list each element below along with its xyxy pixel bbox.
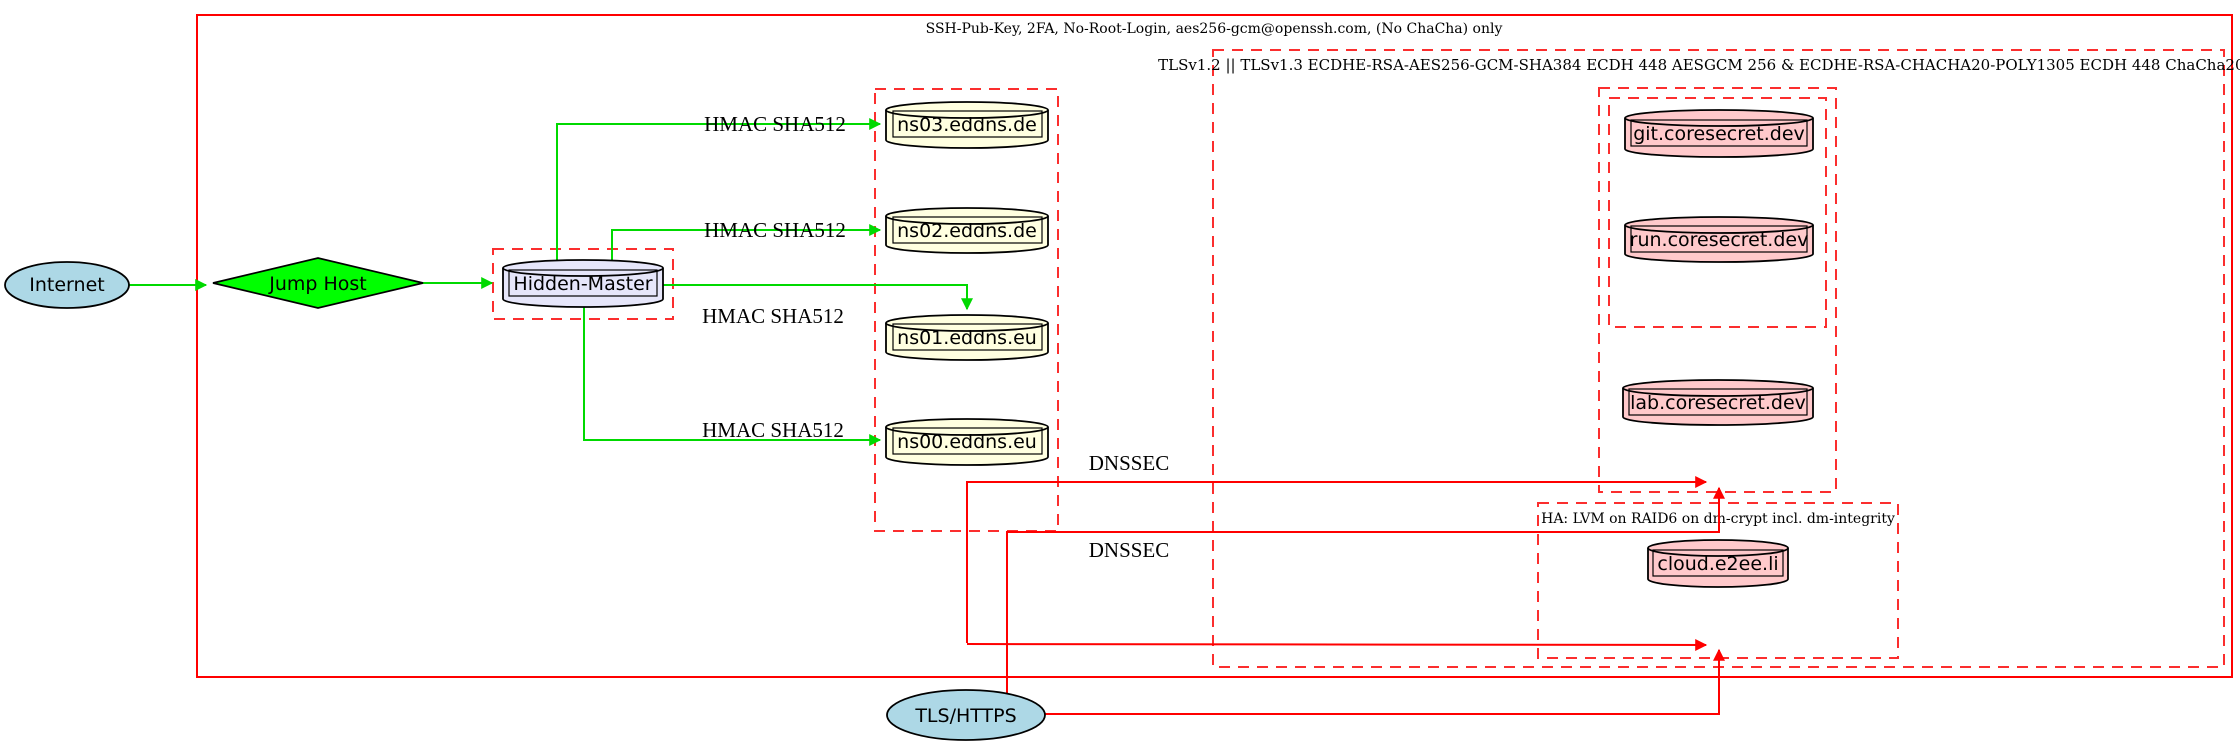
ns02-cylinder-top [885, 207, 1049, 225]
run-cylinder-top [1624, 216, 1814, 234]
ns00-label: ns00.eddns.eu [897, 431, 1037, 453]
run-label-box [1630, 225, 1808, 253]
ns02-label-box [892, 216, 1043, 244]
edge-dnssec-to-coresecret [966, 476, 1708, 643]
tls-zone-label: TLSv1.2 || TLSv1.3 ECDHE-RSA-AES256-GCM-… [1158, 56, 2240, 74]
internet-ellipse [4, 261, 130, 309]
jump-host-label: Jump Host [268, 273, 367, 295]
ns02-label: ns02.eddns.de [897, 220, 1037, 242]
edge-hiddenmaster-to-ns03 [556, 118, 882, 260]
ns03-cylinder-top [885, 101, 1049, 119]
internet-label: Internet [29, 274, 104, 296]
run-cylinder-body [1624, 225, 1814, 263]
edge-tlshttps-to-cloud [1044, 648, 1725, 715]
node-hidden-master: Hidden-Master [502, 259, 664, 308]
ssh-boundary-label: SSH-Pub-Key, 2FA, No-Root-Login, aes256-… [926, 21, 1503, 37]
ns01-label-box [892, 323, 1043, 351]
jump-host-diamond [212, 257, 424, 309]
cluster-coresecret-inner-box [1608, 97, 1827, 328]
ns03-label-box [892, 110, 1043, 138]
edge-label-dnssec-2: DNSSEC [1089, 538, 1170, 562]
node-ns02: ns02.eddns.de [885, 207, 1049, 254]
node-jump-host: Jump Host [212, 257, 424, 309]
edge-label-hmac-ns02: HMAC SHA512 [704, 218, 846, 242]
git-cylinder-body [1624, 118, 1814, 158]
node-run-coresecret: run.coresecret.dev [1624, 216, 1814, 263]
lab-label-box [1628, 388, 1808, 416]
cloud-label-box [1652, 549, 1784, 577]
cluster-ssh-boundary-box [196, 14, 2233, 678]
git-label: git.coresecret.dev [1633, 123, 1805, 145]
edge-hiddenmaster-to-ns01 [663, 284, 973, 311]
run-label: run.coresecret.dev [1630, 229, 1809, 251]
edge-hiddenmaster-to-ns00 [583, 307, 882, 446]
lab-cylinder-body [1622, 388, 1814, 426]
ns01-cylinder-body [885, 323, 1049, 361]
lab-cylinder-top [1622, 379, 1814, 397]
ns00-label-box [892, 427, 1043, 455]
ns00-cylinder-body [885, 427, 1049, 466]
ns03-cylinder-body [885, 110, 1049, 149]
ns02-cylinder-body [885, 216, 1049, 254]
node-internet: Internet [4, 261, 130, 309]
edge-hiddenmaster-to-ns02 [611, 224, 882, 260]
cloud-cylinder-body [1647, 548, 1789, 588]
git-label-box [1630, 119, 1808, 147]
ns01-cylinder-top [885, 314, 1049, 332]
edge-label-hmac-ns01: HMAC SHA512 [702, 304, 844, 328]
tls-https-ellipse [886, 689, 1046, 741]
git-cylinder-top [1624, 109, 1814, 127]
node-ns00: ns00.eddns.eu [885, 418, 1049, 466]
ns03-label: ns03.eddns.de [897, 114, 1037, 136]
cluster-coresecret-box [1598, 87, 1837, 493]
node-tls-https: TLS/HTTPS [886, 689, 1046, 741]
ns00-cylinder-top [885, 418, 1049, 436]
edge-tlshttps-dnssec-to-coresecret [1006, 486, 1725, 694]
node-ns01: ns01.eddns.eu [885, 314, 1049, 361]
lab-label: lab.coresecret.dev [1630, 392, 1806, 414]
hidden-master-cylinder-body [502, 268, 664, 308]
node-cloud-e2ee: cloud.e2ee.li [1647, 539, 1789, 588]
hidden-master-label-box [508, 269, 658, 297]
edge-label-hmac-ns03: HMAC SHA512 [704, 112, 846, 136]
node-ns03: ns03.eddns.de [885, 101, 1049, 149]
cluster-nameservers-box [874, 88, 1059, 532]
cloud-label: cloud.e2ee.li [1657, 553, 1778, 575]
ns01-label: ns01.eddns.eu [897, 327, 1037, 349]
tls-https-label: TLS/HTTPS [914, 705, 1016, 727]
node-lab-coresecret: lab.coresecret.dev [1622, 379, 1814, 426]
edge-red-to-ha-zone [966, 638, 1708, 651]
hidden-master-cylinder-top [502, 259, 664, 277]
cloud-cylinder-top [1647, 539, 1789, 557]
node-git-coresecret: git.coresecret.dev [1624, 109, 1814, 158]
edge-label-dnssec-1: DNSSEC [1089, 451, 1170, 475]
edge-label-hmac-ns00: HMAC SHA512 [702, 418, 844, 442]
hidden-master-label: Hidden-Master [513, 273, 652, 295]
